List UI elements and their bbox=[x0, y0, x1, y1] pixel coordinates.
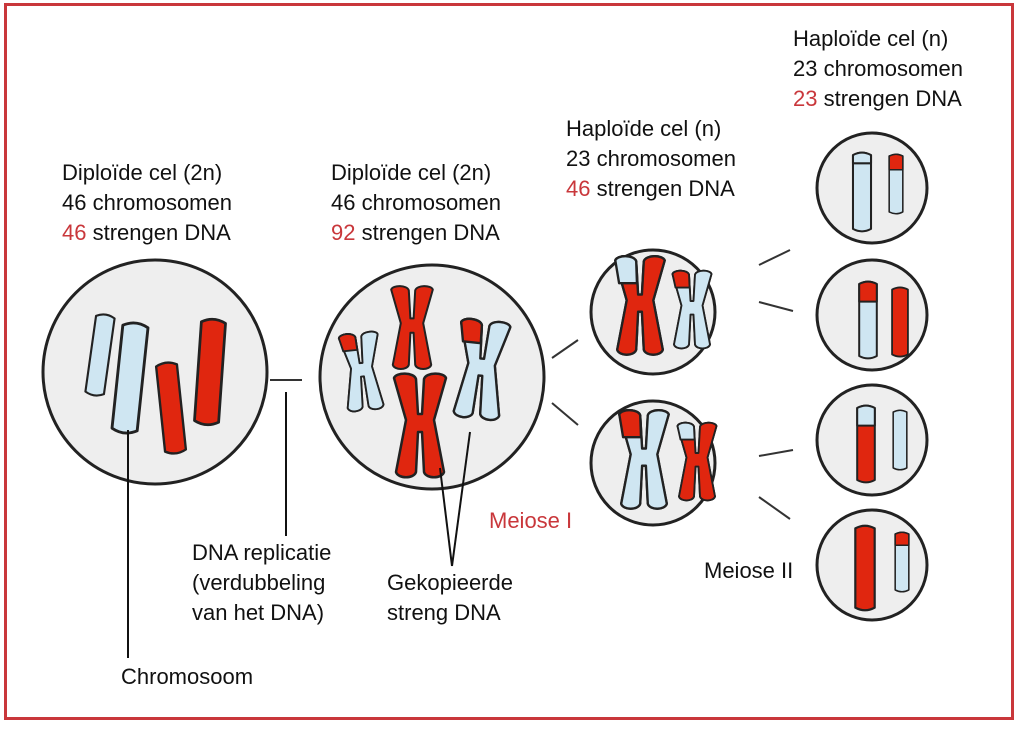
strand-count: 46 bbox=[566, 176, 591, 201]
chromosome-blue bbox=[894, 531, 910, 593]
chromosome-blue-cap bbox=[894, 531, 910, 547]
replicated-chromosome-blue-cap-cap bbox=[460, 317, 484, 345]
chromosome-blue bbox=[851, 151, 873, 233]
replicated-chromosome-blue-cap bbox=[337, 329, 387, 414]
chromosome-blue bbox=[858, 280, 878, 360]
stage-1-label: Diploïde cel (2n) 46 chromosomen 46 stre… bbox=[62, 160, 232, 245]
chromosome-blue bbox=[888, 153, 904, 215]
connector-line bbox=[551, 402, 579, 426]
figure-border bbox=[4, 3, 1014, 720]
replicated-chromosome-blue-cap-cap bbox=[337, 333, 359, 353]
chromosome-red-body bbox=[854, 524, 876, 612]
replicated-chromosome-red-cap-cap bbox=[676, 421, 696, 441]
copied-strand-pointer bbox=[451, 431, 471, 567]
stage-3-label: Haploïde cel (n) 23 chromosomen 46 stren… bbox=[566, 116, 736, 201]
chromosome-red-cap bbox=[856, 404, 876, 427]
cell bbox=[41, 258, 269, 486]
strand-count: 23 bbox=[793, 86, 818, 111]
replicated-chromosome-blue-cap-cap bbox=[618, 409, 643, 439]
connector-line bbox=[758, 496, 791, 520]
chromosome-blue-body bbox=[851, 151, 873, 233]
meiosis-1-label: Meiose I bbox=[489, 508, 573, 533]
replicated-chromosome-red-cap-cap bbox=[614, 255, 639, 285]
connector-line bbox=[758, 301, 794, 312]
chromosome-label: Chromosoom bbox=[121, 664, 254, 689]
connector-line bbox=[551, 339, 579, 359]
copied-strand-pointer bbox=[439, 467, 453, 567]
replicated-chromosome-blue-cap-cap bbox=[671, 269, 691, 289]
replicated-chromosome-blue-cap bbox=[671, 269, 713, 350]
copied-strand-label: Gekopieerde streng DNA bbox=[387, 570, 513, 625]
strand-count: 46 bbox=[62, 220, 87, 245]
chromosome-red bbox=[854, 524, 876, 612]
strand-count: 92 bbox=[331, 220, 356, 245]
chromosome-red bbox=[856, 404, 876, 484]
chromosome-blue-cap bbox=[851, 151, 873, 165]
chromosome-blue bbox=[892, 409, 908, 471]
chromosome-blue-body bbox=[892, 409, 908, 471]
stage-4-label: Haploïde cel (n) 23 chromosomen 23 stren… bbox=[793, 26, 963, 111]
replicated-chromosome-blue-cap bbox=[450, 316, 512, 423]
replicated-chromosome-blue-cap bbox=[618, 409, 670, 510]
replicated-chromosome-red-cap bbox=[676, 421, 718, 502]
meiosis-2-label: Meiose II bbox=[704, 558, 794, 583]
chromosome-red-body bbox=[891, 286, 909, 358]
connector-line bbox=[758, 449, 794, 457]
chromosome-red bbox=[891, 286, 909, 358]
stage-2-label: Diploïde cel (2n) 46 chromosomen 92 stre… bbox=[331, 160, 501, 245]
chromosome-blue-cap bbox=[858, 280, 878, 303]
replicated-chromosome-red-cap bbox=[614, 255, 666, 356]
dna-replication-label: DNA replicatie (verdubbeling van het DNA… bbox=[192, 540, 332, 625]
connector-line bbox=[758, 249, 791, 266]
chromosome-blue-cap bbox=[888, 153, 904, 171]
